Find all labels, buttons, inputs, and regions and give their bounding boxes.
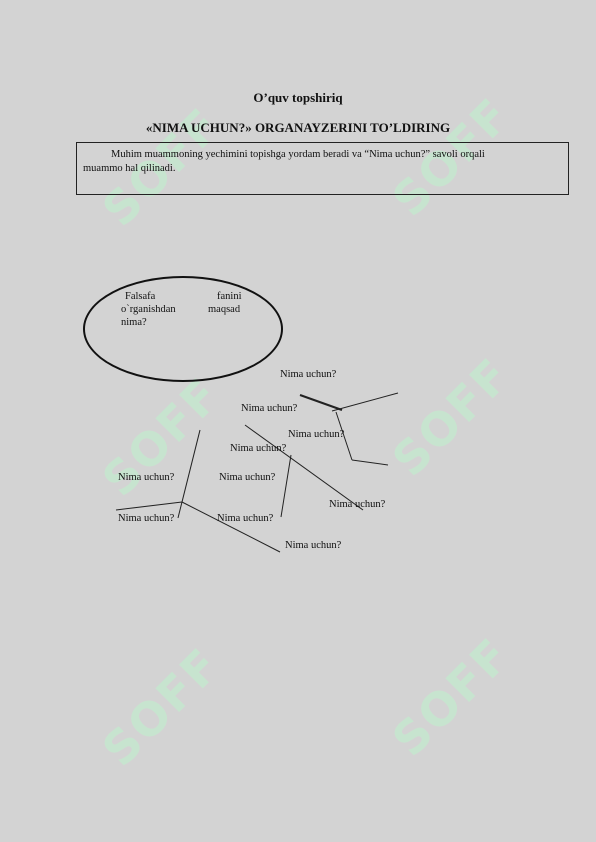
branch-line xyxy=(181,501,281,553)
intro-box: Muhim muammoning yechimini topishga yord… xyxy=(76,142,569,195)
central-question-word: Falsafa xyxy=(125,291,156,302)
central-question-word: fanini xyxy=(217,291,242,302)
branch-line xyxy=(351,459,389,466)
page-subtitle: «NIMA UCHUN?» ORGANAYZERINI TO’LDIRING xyxy=(145,120,451,135)
branch-line xyxy=(299,394,343,411)
branch-label: Nima uchun? xyxy=(285,540,342,551)
branch-line xyxy=(244,424,364,511)
central-question-word: nima? xyxy=(121,317,147,328)
branch-label: Nima uchun? xyxy=(217,513,274,524)
branch-label: Nima uchun? xyxy=(288,429,345,440)
branch-line xyxy=(115,501,183,511)
branch-line xyxy=(335,411,353,461)
branch-label: Nima uchun? xyxy=(329,499,386,510)
branch-line xyxy=(280,454,292,518)
central-question-word: maqsad xyxy=(208,304,241,315)
branch-line xyxy=(331,392,399,412)
central-question-word: o`rganishdan xyxy=(121,304,176,315)
branch-label: Nima uchun? xyxy=(219,472,276,483)
intro-line-1: Muhim muammoning yechimini topishga yord… xyxy=(111,149,485,160)
branch-line xyxy=(181,429,201,503)
central-question-ellipse xyxy=(83,276,283,382)
intro-line-2: muammo hal qilinadi. xyxy=(83,163,176,174)
branch-label: Nima uchun? xyxy=(241,403,298,414)
branch-label: Nima uchun? xyxy=(280,369,337,380)
branch-label: Nima uchun? xyxy=(118,513,175,524)
branch-line xyxy=(177,501,183,519)
page-title: O’quv topshiriq xyxy=(253,90,343,105)
branch-label: Nima uchun? xyxy=(118,472,175,483)
branch-label: Nima uchun? xyxy=(230,443,287,454)
